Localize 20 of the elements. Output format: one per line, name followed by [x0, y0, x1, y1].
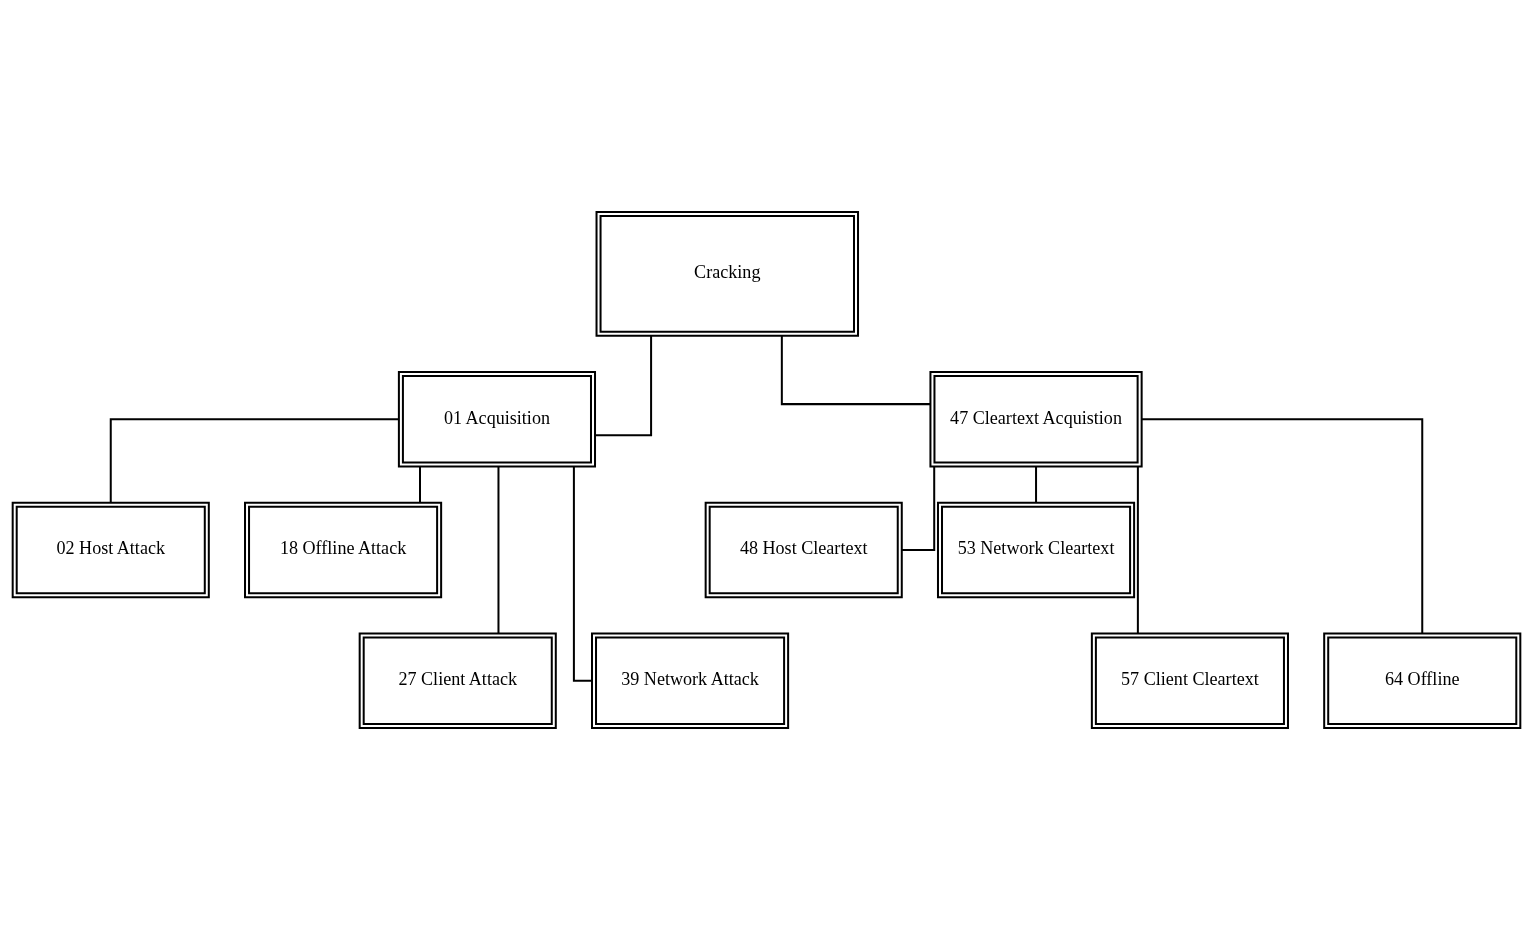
connector [780, 335, 931, 405]
node-box: 02 Host Attack [11, 501, 210, 598]
node-box: 64 Offline [1323, 631, 1522, 729]
node-box: 47 Cleartext Acquistion [929, 370, 1143, 467]
node-box: 53 Network Cleartext [936, 501, 1136, 598]
connector [1035, 466, 1038, 503]
connector [901, 466, 936, 551]
connector [419, 466, 422, 503]
connector [1136, 466, 1139, 633]
node-box: 39 Network Attack [591, 631, 790, 729]
node-box: 48 Host Cleartext [704, 501, 903, 598]
connector [1141, 417, 1424, 633]
connector [109, 417, 399, 502]
connector [497, 466, 500, 633]
node-box: 57 Client Cleartext [1090, 631, 1289, 729]
node-box: 18 Offline Attack [244, 501, 443, 598]
node-box: 01 Acquisition [397, 370, 597, 467]
node-box: Cracking [595, 210, 860, 337]
connector [595, 335, 653, 436]
node-box: 27 Client Attack [358, 631, 557, 729]
